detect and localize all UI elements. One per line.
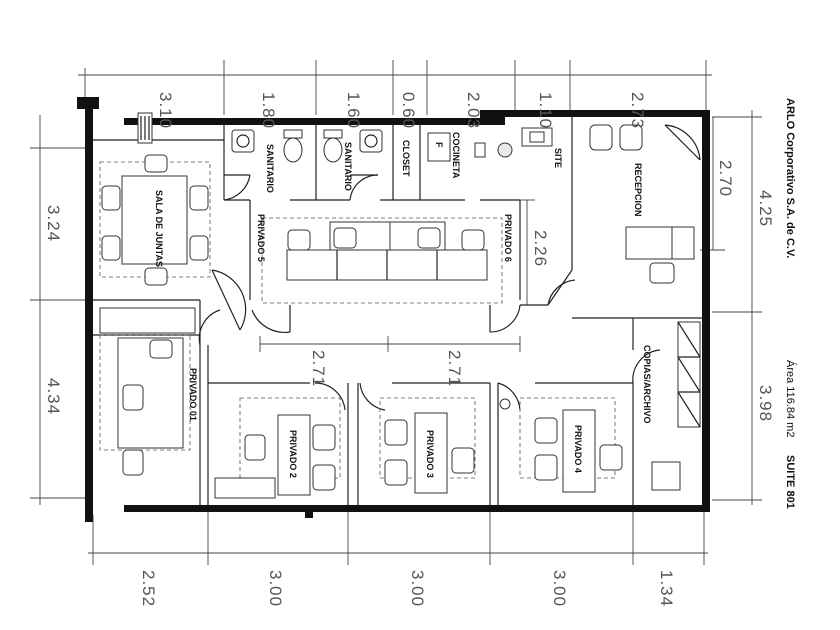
- dim-interior-2: 2.26: [531, 230, 550, 267]
- ac-unit: [137, 112, 153, 144]
- company-name: ARLO Corporativo S.A. de C.V.: [784, 98, 796, 258]
- title-block: ARLO Corporativo S.A. de C.V. SUITE 801 …: [784, 98, 797, 509]
- door-swings: [198, 124, 701, 411]
- dim-top-1: 3.10: [156, 92, 175, 129]
- dim-right-2: 3.98: [756, 385, 775, 422]
- dim-top-4: 0.60: [399, 92, 418, 129]
- dim-interior-1: 2.70: [716, 160, 735, 197]
- dimension-lines-bottom: [88, 510, 708, 565]
- room-privado-01: PRIVADO 01: [188, 368, 198, 421]
- fridge-label: F: [434, 142, 444, 148]
- dim-interior-3: 2.71: [309, 350, 328, 387]
- dim-right-1: 4.25: [756, 190, 775, 227]
- suite-name: SUITE 801: [784, 455, 796, 509]
- privado-3-furniture: [384, 412, 475, 494]
- dim-top-5: 2.03: [464, 92, 483, 129]
- room-privado-5: PRIVADO 5: [256, 214, 266, 262]
- room-privado-4: PRIVADO 4: [573, 425, 583, 473]
- privado-01-furniture: [99, 307, 196, 476]
- room-site: SITE: [553, 148, 563, 168]
- reception-desk: [625, 226, 695, 284]
- room-privado-2: PRIVADO 2: [288, 430, 298, 478]
- room-copias-archivo: COPIAS/ARCHIVO: [642, 345, 652, 424]
- privado-2-furniture: [214, 414, 336, 499]
- room-privado-3: PRIVADO 3: [425, 430, 435, 478]
- dim-top-3: 1.60: [344, 92, 363, 129]
- dimension-lines-right: [700, 110, 762, 505]
- room-cocineta: COCINETA: [451, 132, 461, 179]
- conference-chairs: [101, 154, 209, 286]
- dim-bottom-2: 3.00: [266, 570, 285, 607]
- dim-interior-4: 2.71: [445, 350, 464, 387]
- dim-top-2: 1.80: [259, 92, 278, 129]
- room-sala-de-juntas: SALA DE JUNTAS: [154, 190, 164, 267]
- copias-archivo-shelves: [499, 321, 701, 491]
- dimension-lines-left: [30, 115, 90, 505]
- sanitario-fixtures: [231, 129, 383, 163]
- cocineta-fixtures: [427, 132, 513, 162]
- room-closet: CLOSET: [401, 140, 411, 177]
- dim-bottom-5: 1.34: [657, 570, 676, 607]
- exterior-walls: [77, 97, 710, 522]
- dim-bottom-3: 3.00: [408, 570, 427, 607]
- room-sanitario-1: SANITARIO: [265, 144, 275, 193]
- dimension-lines-top: [78, 60, 712, 115]
- privado-4-furniture: [534, 409, 623, 493]
- dim-left-2: 4.34: [44, 378, 63, 415]
- reception-chairs: [589, 124, 643, 151]
- room-recepcion: RECEPCION: [633, 163, 643, 217]
- dim-left-1: 3.24: [44, 205, 63, 242]
- dim-top-6: 1.10: [536, 92, 555, 129]
- privado-5-6-desks: [286, 221, 488, 281]
- room-labels: SALA DE JUNTAS SANITARIO SANITARIO CLOSE…: [154, 132, 652, 478]
- interior-walls: [93, 117, 702, 505]
- site-rack: [521, 127, 553, 147]
- dimension-labels: 3.10 1.80 1.60 0.60 2.03 1.10 2.73 2.52 …: [44, 92, 775, 607]
- dim-top-7: 2.73: [628, 92, 647, 129]
- conference-table: [121, 175, 188, 265]
- room-sanitario-2: SANITARIO: [343, 142, 353, 191]
- dim-bottom-4: 3.00: [550, 570, 569, 607]
- room-privado-6: PRIVADO 6: [503, 214, 513, 262]
- suite-area: Área 116.84 m2: [784, 360, 797, 437]
- dim-bottom-1: 2.52: [139, 570, 158, 607]
